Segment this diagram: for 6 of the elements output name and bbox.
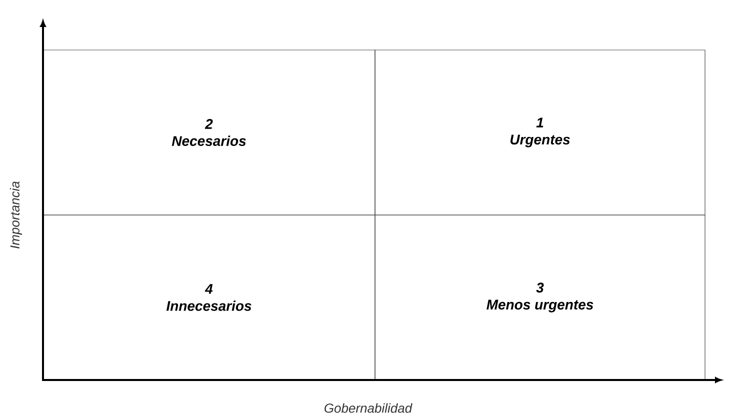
quadrant-box: 1 Urgentes <box>374 50 706 216</box>
axis-label: Importancia <box>10 182 22 248</box>
axis-label: Gobernabilidad <box>324 403 412 413</box>
quadrant-box: 4 Innecesarios <box>42 214 376 380</box>
quadrant-box: 2 Necesarios <box>42 50 376 216</box>
quadrant-box: 3 Menos urgentes <box>374 214 706 380</box>
